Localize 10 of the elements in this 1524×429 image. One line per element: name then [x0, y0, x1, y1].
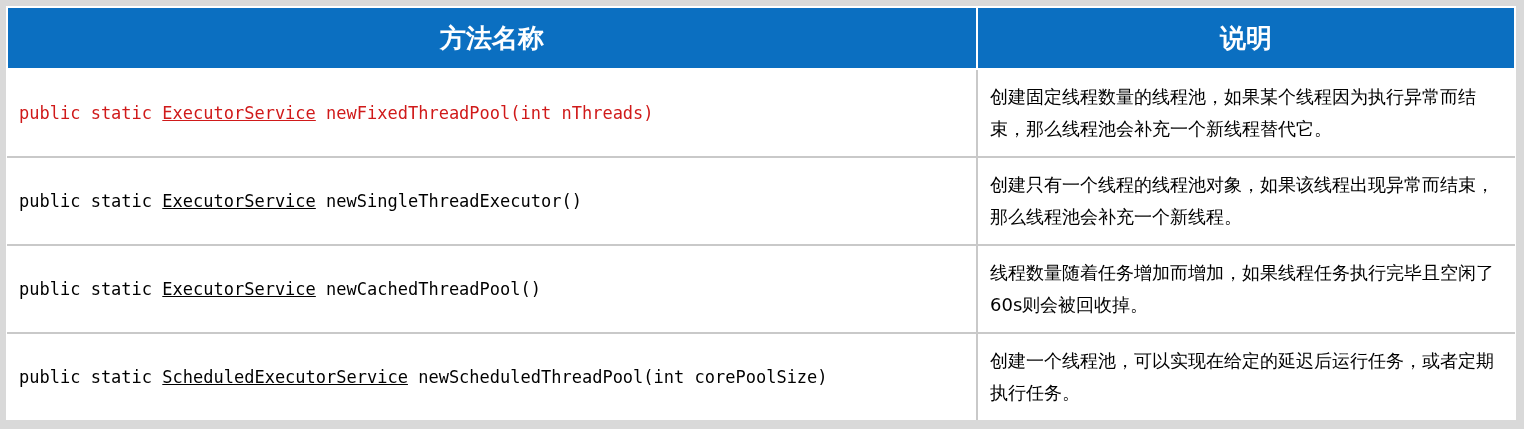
column-header: 方法名称: [7, 7, 977, 69]
description-text: 创建一个线程池，可以实现在给定的延迟后运行任务，或者定期执行任务。: [977, 333, 1515, 420]
column-header: 说明: [977, 7, 1515, 69]
description-text: 创建只有一个线程的线程池对象，如果该线程出现异常而结束，那么线程池会补充一个新线程。: [977, 157, 1515, 245]
method-signature-text: public static ScheduledExecutorService newScheduledThreadPool(int corePoolSize): [19, 367, 828, 387]
method-signature-text: public static ExecutorService newFixedThreadPool(int nThreads): [19, 103, 654, 123]
method-signature-text: public static ExecutorService newCachedThreadPool(): [19, 279, 541, 299]
method-signature-text: public static ExecutorService newSingleThreadExecutor(): [19, 191, 582, 211]
description-text: 线程数量随着任务增加而增加，如果线程任务执行完毕且空闲了60s则会被回收掉。: [977, 245, 1515, 333]
description-text: 创建固定线程数量的线程池，如果某个线程因为执行异常而结束，那么线程池会补充一个新线程替代它。: [977, 69, 1515, 157]
